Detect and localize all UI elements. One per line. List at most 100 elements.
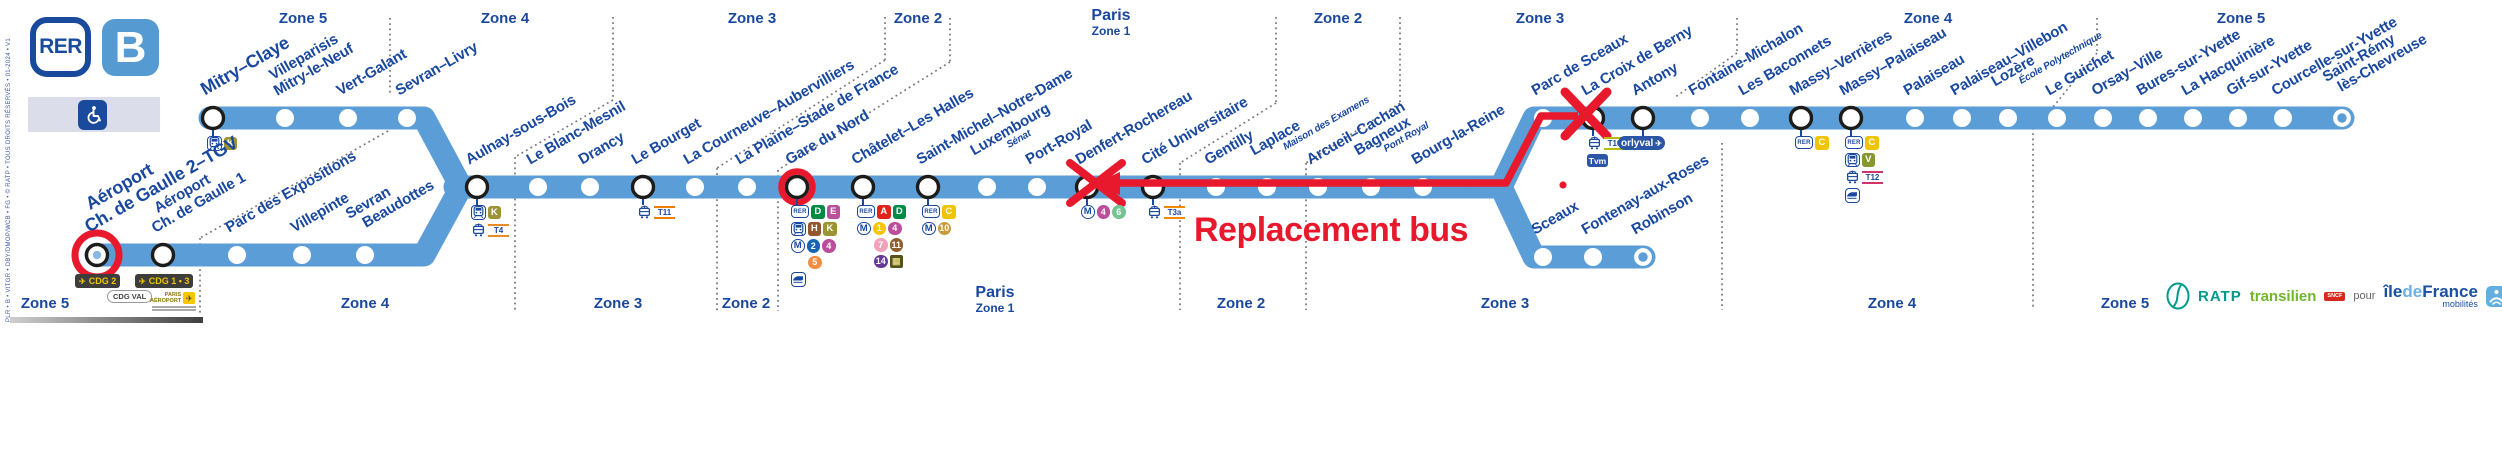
zone-label-bottom: Zone 3 [593, 295, 643, 312]
station-dot-les-baconnets [1741, 109, 1759, 127]
zone-label-top: Zone 5 [278, 10, 328, 27]
brand-logos: RATP transilien SNCF pour îledeFrance mo… [2166, 282, 2502, 310]
ratp-logo-text: RATP [2198, 287, 2242, 305]
disruption-x-mark [1066, 159, 1126, 207]
station-dot-fontaine-michalon [1691, 109, 1709, 127]
tram-icon [1845, 170, 1860, 185]
tram-line-T11-icon: T11 [654, 206, 675, 219]
rer-logo-text: RER [39, 35, 82, 58]
connector-tick [1800, 130, 1802, 136]
station-connections-mitry-claye: K [207, 136, 237, 151]
station-dot-villepinte [293, 246, 311, 264]
tvm-bus-icon: Tvm [1587, 154, 1608, 167]
rer-icon: RER [922, 205, 940, 219]
tgv-icon [1845, 188, 1860, 203]
idf-mobilites-icon [2485, 285, 2502, 307]
metro-icon: M [922, 221, 936, 235]
station-connections-cite-universitaire: T3a [1147, 205, 1185, 220]
zone-label-bottom: Zone 5 [20, 295, 70, 312]
sncf-logo: SNCF [2324, 291, 2346, 301]
rer-line-C-icon: C [1865, 136, 1879, 150]
station-dot-gif [2229, 109, 2247, 127]
transilien-line-V-icon: V [1861, 153, 1875, 167]
zone-label-bottom: Zone 2 [721, 295, 771, 312]
connector-tick [212, 130, 214, 136]
metro-line-7-icon: 7 [874, 238, 888, 252]
replacement-bus-annotation: Replacement bus [1194, 211, 1469, 249]
tram-icon [1147, 205, 1162, 220]
line-b-letter: B [114, 22, 147, 72]
connector-tick [1086, 199, 1088, 205]
bottom-gray-bar [10, 317, 203, 323]
transilien-line-K-icon: K [223, 136, 237, 150]
tram-icon [471, 222, 486, 238]
plane-icon: ✈ [79, 276, 86, 286]
rer-icon: RER [857, 205, 875, 219]
station-dot-massy-palaiseau [1838, 105, 1864, 131]
metro-icon: M [857, 221, 871, 235]
station-dot-blanc-mesnil [529, 178, 547, 196]
zone-label-top: Zone 4 [1903, 10, 1953, 27]
pour-text: pour [2353, 290, 2376, 302]
cdg2-badge: ✈CDG 2 [75, 274, 121, 288]
station-dot-saint-michel [915, 174, 941, 200]
replacement-bus-arrow [1094, 172, 1120, 195]
station-dot-st-remy [2333, 109, 2351, 127]
tram-line-T4-icon: T4 [488, 223, 509, 237]
connector-tick [1592, 130, 1594, 136]
transilien-train-icon [1845, 152, 1860, 167]
ile-de-france-mobilites-logo: îledeFrance mobilités [2383, 282, 2478, 309]
station-connections-aulnay: K T4 [471, 205, 509, 238]
tgv-icon [791, 272, 806, 287]
metro-line-14-icon: 14 [874, 254, 888, 268]
zone-label-top: Zone 3 [1515, 10, 1565, 27]
station-dot-courcelle [2274, 109, 2292, 127]
connector-tick [1850, 130, 1852, 136]
cdg13-badge: ✈CDG 1 • 3 [135, 274, 194, 288]
transilien-line-K-icon: K [487, 205, 501, 219]
rer-logo: RER [30, 17, 91, 77]
metro-line-4-icon: 4 [822, 239, 836, 253]
metro-line-2-icon: 2 [806, 239, 820, 253]
line-b-badge: B [102, 19, 159, 76]
station-dot-le-bourget [630, 174, 656, 200]
metro-icon: M [791, 239, 805, 253]
connector-tick [862, 199, 864, 205]
zone-label-top: Zone 3 [727, 10, 777, 27]
station-dot-robinson [1634, 248, 1652, 266]
zone-boundary [1179, 102, 1277, 164]
station-dot-parc-expositions [228, 246, 246, 264]
station-dot-bures [2139, 109, 2157, 127]
station-dot-center [92, 250, 102, 260]
zone-label-bottom: Zone 2 [1216, 295, 1266, 312]
tram-icon [637, 205, 652, 220]
metro-line-1-icon: 1 [872, 221, 886, 235]
rer-line-C-icon: C [1815, 136, 1829, 150]
metro-line-4-icon: 4 [888, 221, 902, 235]
zone-boundary [514, 99, 614, 158]
zone-label-bottom: Zone 5 [2100, 295, 2150, 312]
connector-tick [796, 199, 798, 205]
ratp-logo-icon [2166, 282, 2190, 310]
zone-label-bottom: Zone 4 [1867, 295, 1917, 312]
station-dot-sevran-livry [398, 109, 416, 127]
metro-line-5-icon: 5 [808, 255, 822, 269]
zone-label-top: Zone 2 [893, 10, 943, 27]
connector-tick [927, 199, 929, 205]
station-dot-la-plaine [738, 178, 756, 196]
transilien-logo: transilien [2249, 287, 2317, 305]
rer-icon: RER [1795, 136, 1813, 150]
station-dot-fontenay [1584, 248, 1602, 266]
disruption-x-mark [1560, 87, 1612, 141]
zone-boundary [716, 59, 886, 169]
station-dot-palaiseau [1906, 109, 1924, 127]
zone-label-top: Zone 4 [480, 10, 530, 27]
station-dot-luxembourg [978, 178, 996, 196]
